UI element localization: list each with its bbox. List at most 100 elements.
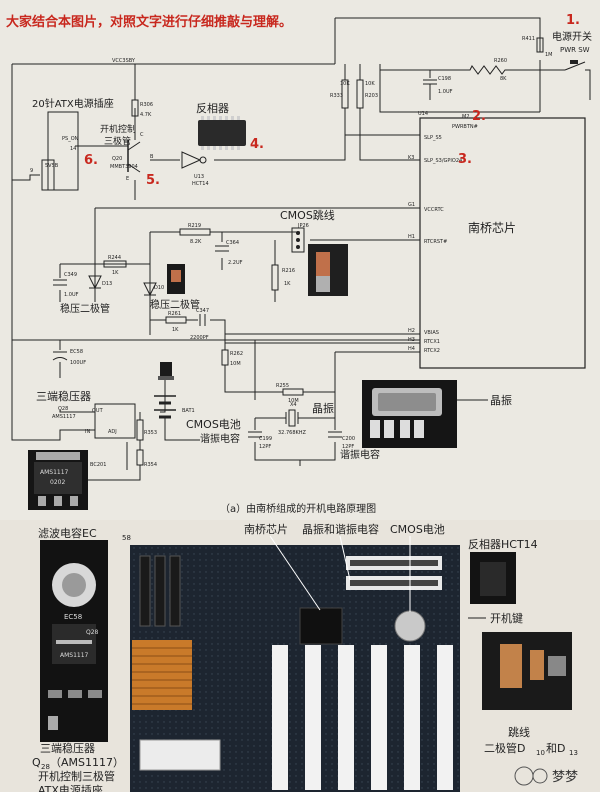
c347-value: 2200PF (190, 335, 209, 341)
cmos-jumper-symbol (291, 227, 305, 253)
photo-label-zener: 二极管D (484, 741, 525, 755)
photo-label-atx-cut: ATX电源插座 (38, 783, 103, 792)
r306-resistor (131, 99, 139, 117)
ams1117-chip-photo (28, 450, 88, 510)
cmos-jumper-label: CMOS跳线 (280, 208, 335, 222)
photo-label-regulator-q-sub: 28 (41, 763, 50, 771)
marker-3: 3. (458, 152, 472, 167)
board-southbridge-chip (299, 607, 343, 645)
q20-pin-e: E (126, 176, 129, 182)
pin-vbias: VBIAS (424, 330, 439, 336)
pin14-label: 14 (70, 146, 76, 152)
r411-value: 1M (545, 52, 553, 58)
photo-label-ctrl-transistor: 开机控制三极管 (38, 769, 115, 783)
r333-value: 10K (340, 81, 350, 87)
r262-value: 10M (230, 361, 241, 367)
r219-label: R219 (188, 223, 201, 229)
pin-m2: M2 (462, 114, 470, 120)
battery-symbol (154, 395, 176, 419)
photo-label-zener-sub1: 10 (536, 749, 545, 757)
r411-label: R411 (522, 36, 535, 42)
r244-label: R244 (108, 255, 121, 261)
r203-value: 10K (365, 81, 375, 87)
crystal-label: 晶振 (312, 401, 334, 415)
regulator-label: 三端稳压器 (36, 389, 91, 403)
q20-part: MMBT3904 (110, 164, 138, 170)
ams-chip-label-bottom: 0202 (50, 479, 65, 486)
inverter-label: 反相器 (196, 102, 229, 115)
photo-label-jumper: 跳线 (508, 725, 530, 739)
photo-label-filter-cap: 滤波电容EC (38, 526, 97, 540)
photo-q28-mark: Q28 (86, 629, 99, 636)
inverter-closeup-photo (470, 552, 516, 604)
r203-label: R203 (365, 93, 378, 99)
inverter-symbol (181, 151, 202, 169)
r219-resistor (179, 228, 211, 236)
reg-out-label: OUT (92, 408, 104, 414)
photo-label-power-key: 开机键 (490, 611, 523, 625)
c349-value: 1.0UF (64, 292, 79, 298)
photo-label-regulator-part: （AMS1117） (50, 756, 124, 769)
r244-value: 1K (112, 270, 119, 276)
pci-slots (272, 645, 453, 790)
c364-label: C364 (226, 240, 239, 246)
c349-capacitor (53, 279, 67, 286)
ps-on-label: PS_ON (62, 136, 79, 142)
d13-label: D13 (102, 281, 112, 287)
battery-photo (158, 362, 174, 380)
watermark-text: 梦梦 (552, 770, 578, 785)
u13-part: HCT14 (192, 181, 209, 187)
inverter-chip-photo (198, 116, 246, 150)
photo-label-filter-cap-sub: 58 (122, 534, 131, 542)
bc201-label: BC201 (90, 462, 106, 468)
marker-1: 1. (566, 13, 580, 28)
power-switch (564, 60, 586, 71)
c198-capacitor (423, 79, 437, 85)
photo-label-cmos-battery: CMOS电池 (390, 523, 445, 536)
jp26-label: JP26 (297, 223, 309, 229)
pin-slp-s3: SLP_S3/GPIO24 (424, 158, 462, 164)
q20-pin-c: C (140, 132, 144, 138)
reg-in-label: IN (85, 429, 90, 435)
marker-5: 5. (146, 173, 160, 188)
zener-label-1: 稳压二极管 (60, 302, 110, 315)
photo-ec58-mark: EC58 (64, 613, 82, 621)
watermark (514, 766, 548, 786)
heatsink-photo (132, 640, 192, 710)
x4-label: X4 (290, 402, 297, 408)
u13-label: U13 (194, 174, 204, 180)
photo-label-crystal-caps: 晶振和谐振电容 (302, 522, 379, 536)
pin-pwrbtn: PWRBTN# (452, 124, 478, 130)
r354-label: R354 (144, 462, 157, 468)
marker-4: 4. (250, 137, 264, 152)
photo-ams-mark: AMS1117 (60, 652, 89, 659)
board-cmos-battery (394, 610, 426, 642)
r306-label: R306 (140, 102, 153, 108)
crystal-photo (362, 380, 488, 448)
left-closeup-photo (40, 540, 108, 742)
q28-label: Q28 (58, 406, 68, 412)
instruction-text: 大家结合本图片，对照文字进行仔细推敲与理解。 (6, 14, 292, 30)
regulator-box (94, 403, 136, 439)
bat1-label: BAT1 (182, 408, 195, 414)
r216-label: R216 (282, 268, 295, 274)
atx-pin-box (41, 159, 55, 191)
pin-rtcx2: RTCX2 (424, 348, 440, 354)
pin-vccrtc: VCCRTC (424, 207, 444, 213)
ams-chip-label-top: AMS1117 (40, 469, 69, 476)
resonant-cap-label-1: 谐振电容 (200, 432, 240, 445)
pin-h4: H4 (408, 346, 415, 352)
r262-resistor (221, 349, 229, 366)
q28-part: AMS1117 (52, 414, 76, 420)
r261-resistor (165, 316, 187, 324)
resonant-cap-label-2: 谐振电容 (340, 448, 380, 461)
power-switch-label: 电源开关 (552, 30, 592, 43)
ctrl-transistor-label-1: 开机控制 (100, 123, 136, 135)
r260-value: 8K (500, 76, 507, 82)
d10-zener (143, 282, 157, 297)
diode-photo (167, 264, 185, 294)
pwr-sw-label: PWR SW (560, 46, 590, 54)
zener-label-2: 稳压二极管 (150, 298, 200, 311)
marker-6: 6. (84, 153, 98, 168)
pin-k3: K3 (408, 155, 414, 161)
